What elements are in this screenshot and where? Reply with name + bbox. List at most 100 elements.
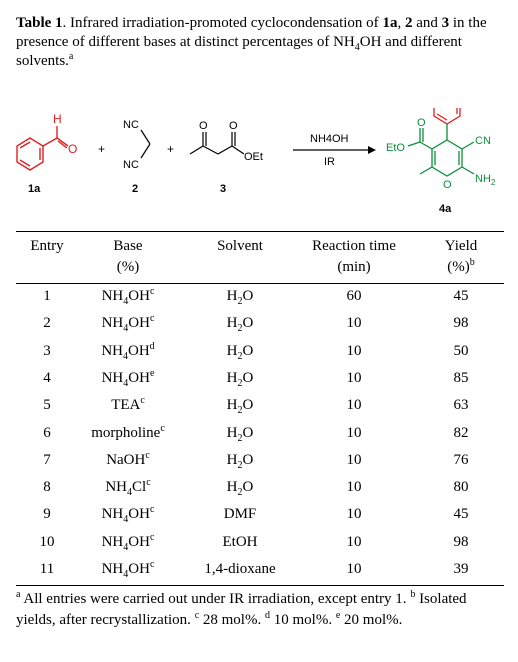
ketone-o-label: O — [199, 120, 208, 132]
caption-label: Table 1 — [16, 15, 63, 31]
cell-base: NH4OHc — [101, 559, 155, 580]
ester-oet-label: OEt — [244, 151, 263, 163]
cell-yield: 85 — [453, 370, 469, 386]
cell-solvent: H2O — [226, 452, 254, 471]
arrow-head — [368, 146, 376, 154]
cell-entry: 9 — [43, 506, 51, 522]
cell-time: 10 — [346, 315, 362, 331]
condition-label: IR — [324, 156, 335, 168]
cell-solvent: H2O — [226, 397, 254, 416]
cell-entry: 1 — [43, 288, 51, 304]
cell-entry: 10 — [39, 534, 55, 550]
aldehyde-o-label: O — [68, 142, 77, 156]
cell-base: NH4OHc — [101, 286, 155, 307]
product-cn-label: CN — [475, 135, 491, 147]
cell-yield: 39 — [453, 561, 469, 577]
caption-footnote-mark: a — [68, 51, 74, 62]
cell-yield: 98 — [453, 534, 469, 550]
cell-solvent: H2O — [226, 315, 254, 334]
benzaldehyde-structure — [16, 126, 69, 171]
cell-time: 10 — [346, 397, 362, 413]
cell-time: 10 — [346, 425, 362, 441]
product-eto-label: EtO — [386, 142, 405, 154]
table-header-rule — [16, 283, 504, 284]
cell-base: morpholinec — [91, 423, 165, 442]
cell-yield: 82 — [453, 425, 469, 441]
cell-entry: 4 — [43, 370, 51, 386]
cell-yield: 63 — [453, 397, 469, 413]
cell-yield: 98 — [453, 315, 469, 331]
cell-solvent: DMF — [223, 506, 257, 522]
caption-subscript: 4 — [354, 42, 360, 53]
cell-solvent: H2O — [226, 370, 254, 389]
plus-sign: + — [98, 142, 105, 156]
cell-yield: 80 — [453, 479, 469, 495]
caption-text: OH and different solvents. — [16, 34, 462, 69]
cell-solvent: H2O — [226, 288, 254, 307]
header-base: Base — [113, 238, 143, 254]
cell-solvent: EtOH — [222, 534, 258, 550]
cell-entry: 8 — [43, 479, 51, 495]
aldehyde-h-label: H — [53, 112, 62, 126]
table-top-rule — [16, 231, 504, 232]
cell-yield: 76 — [453, 452, 469, 468]
cell-time: 10 — [346, 506, 362, 522]
cell-base: NH4OHc — [101, 313, 155, 334]
table-bottom-rule — [16, 585, 504, 586]
cell-time: 10 — [346, 370, 362, 386]
cell-solvent: H2O — [226, 425, 254, 444]
compound-label-2: 2 — [132, 183, 138, 195]
header-time-unit: (min) — [337, 259, 371, 275]
reagent-label: NH4OH — [310, 133, 349, 145]
nitrile-label-top: NC — [123, 119, 139, 131]
product-nh2-label: NH2 — [475, 173, 496, 187]
caption-text: . Infrared irradiation-promoted cyclocon… — [62, 15, 383, 31]
caption-text: in the presence of different bases at di… — [16, 15, 487, 50]
header-solvent: Solvent — [217, 238, 263, 254]
compound-label-4a: 4a — [439, 203, 452, 215]
header-yield-unit: (%)b — [447, 257, 475, 276]
compound-ref-2: 2 — [404, 15, 413, 31]
cell-time: 60 — [346, 288, 362, 304]
compound-label-3: 3 — [220, 183, 226, 195]
cell-base: NaOHc — [106, 450, 150, 469]
nitrile-label-bottom: NC — [123, 159, 139, 171]
cell-base: NH4OHc — [101, 532, 155, 553]
ethyl-acetoacetate-structure — [189, 132, 245, 155]
cell-solvent: H2O — [226, 479, 254, 498]
reaction-scheme: H O + NC NC + O O OEt NH4OH IR — [16, 108, 496, 215]
cell-base: NH4OHc — [101, 504, 155, 525]
cell-entry: 5 — [43, 397, 51, 413]
cell-time: 10 — [346, 561, 362, 577]
ester-o-label: O — [229, 120, 238, 132]
header-time: Reaction time — [312, 238, 396, 254]
cell-yield: 45 — [453, 288, 469, 304]
caption-text: , — [397, 15, 405, 31]
product-ester-o-label: O — [417, 117, 426, 129]
product-ring-o-label: O — [443, 179, 452, 191]
table-footnote: a All entries were carried out under IR … — [16, 589, 467, 629]
cell-base: NH4Clc — [105, 477, 151, 498]
cell-time: 10 — [346, 452, 362, 468]
compound-ref-1a: 1a — [382, 15, 398, 31]
cell-base: TEAc — [111, 395, 145, 414]
cell-solvent: H2O — [226, 343, 254, 362]
cell-entry: 2 — [43, 315, 51, 331]
header-entry: Entry — [30, 238, 64, 254]
cell-time: 10 — [346, 479, 362, 495]
cell-base: NH4OHd — [101, 341, 155, 362]
cell-entry: 11 — [39, 561, 55, 577]
cell-base: NH4OHe — [101, 368, 155, 389]
cell-time: 10 — [346, 534, 362, 550]
compound-label-1a: 1a — [28, 183, 41, 195]
plus-sign: + — [167, 142, 174, 156]
cell-yield: 45 — [453, 506, 469, 522]
cell-entry: 6 — [43, 425, 51, 441]
cell-yield: 50 — [453, 343, 469, 359]
product-structure — [407, 108, 475, 177]
header-yield: Yield — [444, 238, 478, 254]
cell-time: 10 — [346, 343, 362, 359]
compound-ref-3: 3 — [441, 15, 450, 31]
cell-entry: 3 — [43, 343, 51, 359]
malononitrile-structure — [140, 129, 151, 159]
